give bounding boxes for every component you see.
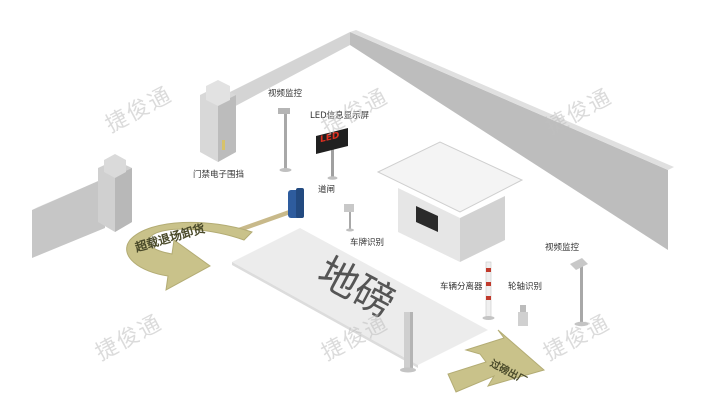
vehicle-separator [482,261,495,320]
perimeter-wall [32,30,674,258]
exit-arrow [126,221,253,291]
label-led-screen: LED信息显示屏 [310,111,370,121]
weighbridge-platform [232,228,488,368]
label-video-monitor-top: 视频监控 [268,89,303,99]
label-wheel-recognition: 轮轴识别 [508,282,543,292]
label-gate-fence: 门禁电子围挡 [193,170,245,180]
guard-booth [376,141,524,262]
camera-pole-right [570,258,589,327]
label-video-monitor-right: 视频监控 [545,243,580,253]
wheel-axle-sensor [518,305,528,326]
barrier-gate [238,188,304,232]
entry-arrow [447,329,546,393]
label-plate-recognition: 车牌识别 [350,238,385,248]
label-vehicle-separator: 车辆分离器 [440,282,483,292]
gate-pillar-right [200,80,236,162]
camera-pole-top [278,108,292,172]
plate-camera [344,204,354,232]
front-sensor-pole [400,312,416,373]
gate-pillar-left [98,154,132,232]
led-display-board [316,128,348,180]
label-barrier-gate: 道闸 [318,185,336,195]
